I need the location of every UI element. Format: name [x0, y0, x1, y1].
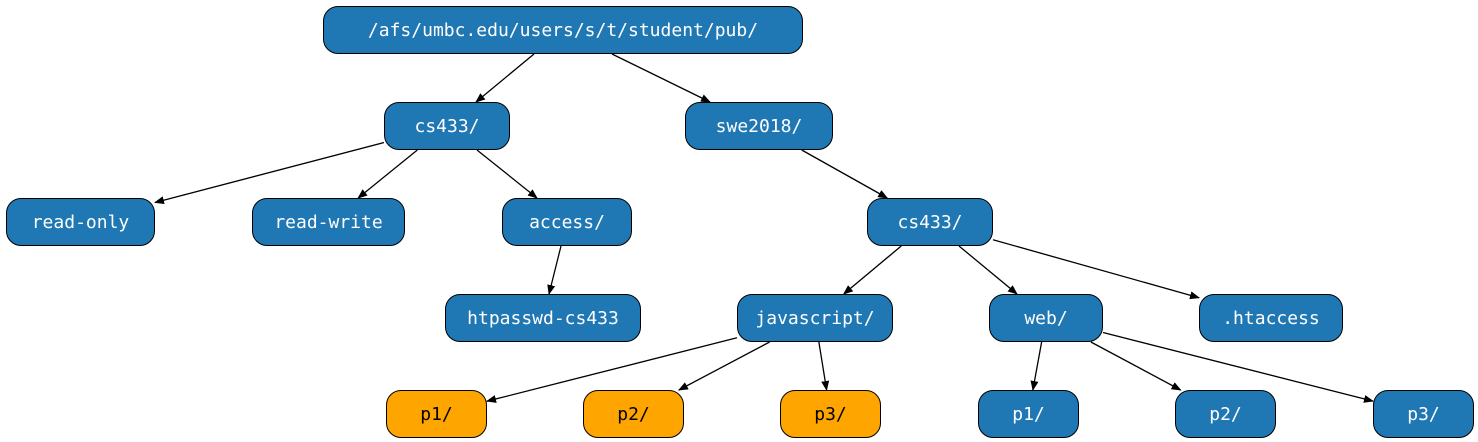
node-javascript-p3[interactable]: p3/ — [780, 390, 881, 438]
node-read-only[interactable]: read-only — [6, 198, 155, 246]
edge-cs433_a-to-read_write — [357, 149, 418, 199]
edge-root-to-swe2018 — [611, 53, 711, 103]
node-javascript-p2[interactable]: p2/ — [583, 390, 684, 438]
edge-swe2018-to-cs433_b — [801, 149, 889, 199]
node-swe2018[interactable]: swe2018/ — [685, 102, 833, 150]
edge-javascript-to-js_p2 — [677, 341, 770, 391]
node-htaccess[interactable]: .htaccess — [1199, 294, 1343, 342]
edge-cs433_b-to-web — [958, 245, 1018, 295]
edge-group — [154, 53, 1374, 403]
edge-javascript-to-js_p3 — [818, 341, 830, 391]
node-root-path[interactable]: /afs/umbc.edu/users/s/t/student/pub/ — [323, 6, 803, 54]
node-javascript-p1[interactable]: p1/ — [386, 390, 487, 438]
edge-cs433_a-to-read_only — [154, 141, 385, 205]
node-web-p1[interactable]: p1/ — [978, 390, 1079, 438]
edge-web-to-web_p3 — [1102, 331, 1374, 403]
node-cs433-swe2018[interactable]: cs433/ — [867, 198, 993, 246]
node-web-p3[interactable]: p3/ — [1373, 390, 1474, 438]
node-htpasswd-cs433[interactable]: htpasswd-cs433 — [445, 294, 641, 342]
node-web-p2[interactable]: p2/ — [1175, 390, 1276, 438]
node-web[interactable]: web/ — [989, 294, 1103, 342]
node-read-write[interactable]: read-write — [252, 198, 405, 246]
edge-cs433_b-to-javascript — [842, 245, 902, 295]
edge-web-to-web_p1 — [1030, 341, 1043, 391]
node-cs433-course[interactable]: cs433/ — [384, 102, 510, 150]
node-javascript[interactable]: javascript/ — [737, 294, 893, 342]
edge-javascript-to-js_p1 — [486, 337, 738, 403]
edge-web-to-web_p2 — [1090, 341, 1182, 391]
edge-root-to-cs433_a — [475, 53, 535, 103]
edge-access-to-htpasswd — [547, 245, 562, 295]
edge-cs433_a-to-access — [476, 149, 538, 199]
node-access[interactable]: access/ — [502, 198, 632, 246]
edge-cs433_b-to-htaccess — [992, 239, 1200, 300]
